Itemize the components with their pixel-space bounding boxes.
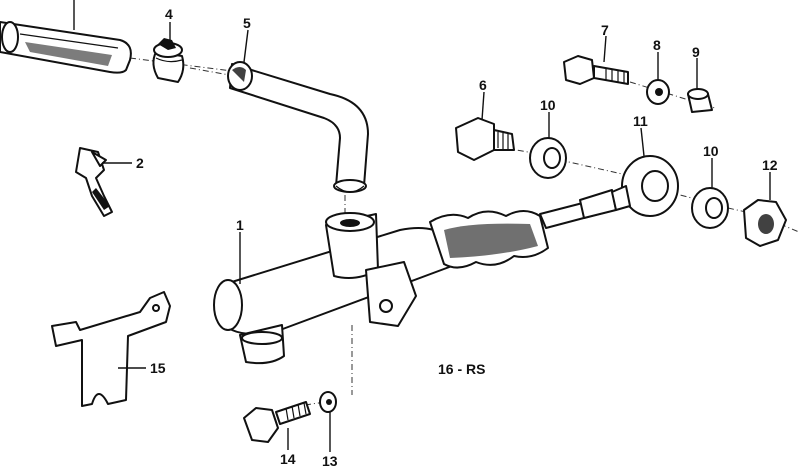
label-13: 13 [322,453,338,469]
label-7: 7 [601,22,609,38]
washer-10a [529,137,567,179]
washer-13 [319,391,337,413]
ring-eye-11 [611,155,679,217]
leader-lines [73,0,771,452]
label-9: 9 [692,44,700,60]
label-16: 16 - RS [438,361,485,377]
label-10a: 10 [540,97,556,113]
hose-clamp [152,38,185,83]
nut-12 [743,199,787,247]
label-5: 5 [243,15,251,31]
label-10b: 10 [703,143,719,159]
label-11: 11 [633,113,648,129]
washer-8 [646,79,670,105]
bolt-14 [243,401,311,443]
spring-clip [75,147,113,217]
bolt-7 [563,55,629,85]
master-cylinder [213,189,617,365]
label-6: 6 [479,77,487,93]
label-1: 1 [236,217,244,233]
label-12: 12 [762,157,778,173]
label-8: 8 [653,37,661,53]
bolt-6 [455,117,515,161]
bracket-15 [51,291,171,407]
label-4: 4 [165,6,173,22]
hose-tube [0,21,132,74]
label-14: 14 [280,451,296,467]
label-2: 2 [136,155,144,171]
label-15: 15 [150,360,166,376]
washer-10b [691,187,729,229]
bushing-9 [687,88,713,113]
bent-hose [227,61,369,193]
callout-labels: 4 5 7 8 9 6 10 11 10 12 2 1 15 16 - RS 1… [136,6,778,469]
